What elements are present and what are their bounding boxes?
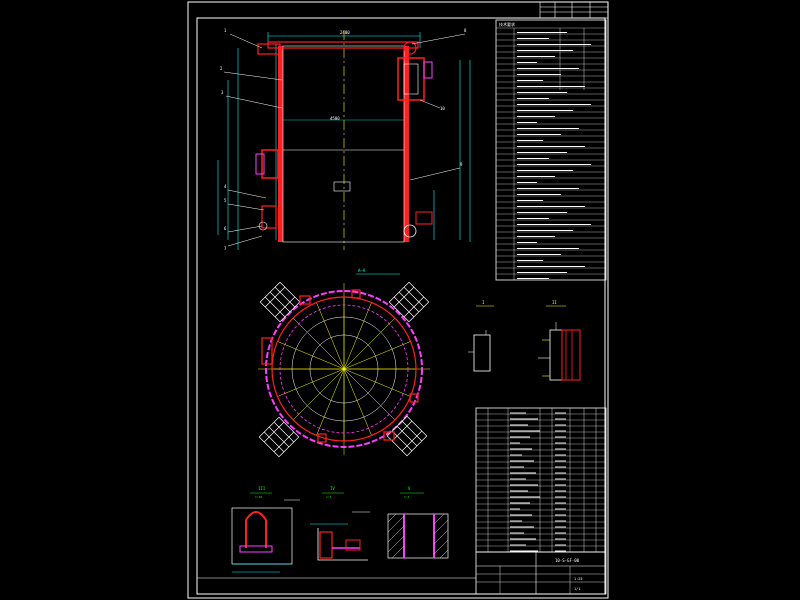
plan-radial-spokes [258, 283, 430, 455]
svg-text:8: 8 [464, 28, 467, 33]
sheet-frame [187, 1, 609, 599]
manhole-nozzle [397, 41, 433, 238]
notes-table-header: 技术要求 [499, 21, 515, 27]
tank-shell [267, 41, 419, 243]
detail-I[interactable]: I [468, 300, 494, 372]
plan-bolt-circle [291, 316, 397, 422]
left-nozzles [255, 43, 281, 231]
sheet-number: 1/1 [574, 587, 580, 591]
detail-II[interactable]: II [538, 300, 581, 381]
svg-text:7: 7 [224, 246, 227, 251]
plan-spoke [277, 368, 345, 397]
top-dimension-text: 2400 [340, 30, 350, 35]
plan-spoke [277, 341, 345, 370]
plan-spoke [343, 368, 372, 436]
svg-text:2: 2 [220, 66, 223, 71]
svg-text:6: 6 [224, 226, 227, 231]
mid-dimension-text: 4500 [330, 116, 340, 121]
plan-view[interactable]: A—A [258, 268, 430, 458]
detail-V[interactable]: V 1:5 [387, 486, 449, 559]
elevation-balloons: 1 2 3 4 5 6 7 8 9 10 [220, 28, 467, 251]
plan-spoke [292, 317, 345, 370]
plan-spoke [343, 302, 372, 370]
detail-V-caption: V [408, 486, 411, 491]
notes-table-rows [496, 27, 606, 280]
svg-text:4: 4 [224, 184, 227, 189]
drawing-number: 10-S-GF-00 [555, 558, 580, 563]
plan-spoke [316, 302, 345, 370]
detail-II-caption: II [552, 300, 557, 305]
drawing-scale: 1:25 [574, 577, 582, 581]
svg-text:5: 5 [224, 198, 227, 203]
detail-I-caption: I [482, 300, 485, 305]
svg-text:1: 1 [224, 28, 227, 33]
parts-list-rows [476, 408, 606, 552]
support-pads [258, 281, 430, 458]
detail-IV[interactable]: IV 1:5 [310, 486, 370, 561]
detail-IV-caption: IV [330, 486, 335, 491]
plan-spoke [343, 341, 411, 370]
revision-mini-table [539, 1, 609, 19]
parts-list-table[interactable] [475, 407, 607, 553]
detail-III-caption: III [258, 486, 266, 491]
plan-nozzles [261, 289, 419, 443]
plan-center-circle [309, 334, 379, 404]
detail-III-scale: 1:10 [255, 495, 262, 499]
plan-spoke [343, 368, 411, 397]
title-block[interactable]: 10-S-GF-00 1:25 1/1 [475, 551, 607, 595]
plan-spoke [292, 368, 345, 421]
detail-V-scale: 1:5 [404, 495, 410, 499]
plan-shell-ring [271, 296, 417, 442]
plan-outer-ring [265, 290, 423, 448]
elevation-view[interactable]: 2400 4500 [217, 28, 471, 251]
plan-title: A—A [358, 268, 366, 273]
plan-spoke [343, 368, 396, 421]
plan-spoke [343, 317, 396, 370]
technical-notes-table[interactable]: 技术要求 [495, 19, 607, 281]
svg-text:3: 3 [221, 90, 224, 95]
detail-IV-scale: 1:5 [326, 495, 332, 499]
elevation-dimensions [217, 32, 471, 250]
plan-inner-ring [279, 304, 409, 434]
elevation-leaders [223, 33, 466, 247]
plan-spoke [316, 368, 345, 436]
svg-text:10: 10 [440, 106, 445, 111]
detail-III[interactable]: III 1:10 [231, 486, 300, 573]
svg-text:9: 9 [460, 162, 463, 167]
